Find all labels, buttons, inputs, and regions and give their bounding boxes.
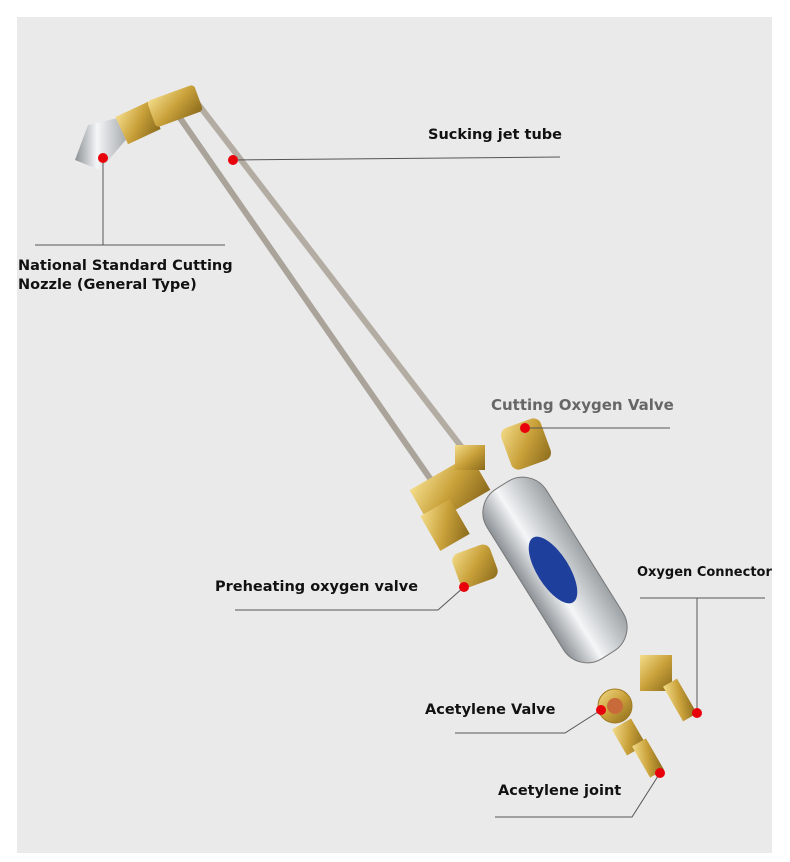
marker-dot-oxygen-connector (692, 708, 702, 718)
label-acetylene-joint: Acetylene joint (498, 783, 622, 799)
marker-dot-preheating-valve (459, 582, 469, 592)
sucking-jet-tube (195, 102, 473, 460)
valve-body (409, 455, 491, 525)
cutting-oxygen-valve-knob (500, 418, 552, 470)
cutting-nozzle (75, 118, 130, 170)
acetylene-valve-center (607, 698, 623, 714)
label-preheating-oxygen-valve: Preheating oxygen valve (215, 579, 419, 595)
marker-dots (98, 153, 702, 778)
lower-tube (177, 116, 448, 502)
label-nozzle-line1: National Standard Cutting (18, 258, 233, 274)
product-photo-background (17, 17, 772, 853)
label-oxygen-connector: Oxygen Connector (637, 565, 772, 580)
label-cutting-oxygen-valve: Cutting Oxygen Valve (491, 396, 674, 414)
label-nozzle-line2: Nozzle (General Type) (18, 277, 197, 293)
leader-sucking-jet-tube (232, 156, 561, 161)
marker-dot-nozzle (98, 153, 108, 163)
leader-preheating-valve (235, 586, 465, 611)
marker-dot-acetylene-valve (596, 705, 606, 715)
leader-acetylene-joint (495, 772, 661, 818)
preheating-valve-knob (452, 544, 498, 588)
label-sucking-jet-tube: Sucking jet tube (428, 127, 562, 143)
nozzle-nut (115, 101, 161, 145)
oxygen-connector-barb (663, 678, 697, 722)
marker-dot-acetylene-joint (655, 768, 665, 778)
valve-stem (420, 499, 470, 551)
marker-dot-cutting-oxygen-valve (520, 423, 530, 433)
leader-lines (35, 156, 765, 818)
torch-head (147, 85, 203, 127)
leader-acetylene-valve (455, 709, 602, 734)
marker-dot-sucking-jet-tube (228, 155, 238, 165)
acetylene-joint-barb (632, 738, 664, 778)
label-acetylene-valve: Acetylene Valve (425, 702, 556, 718)
brand-badge (528, 536, 578, 604)
tube-fitting (455, 445, 485, 470)
